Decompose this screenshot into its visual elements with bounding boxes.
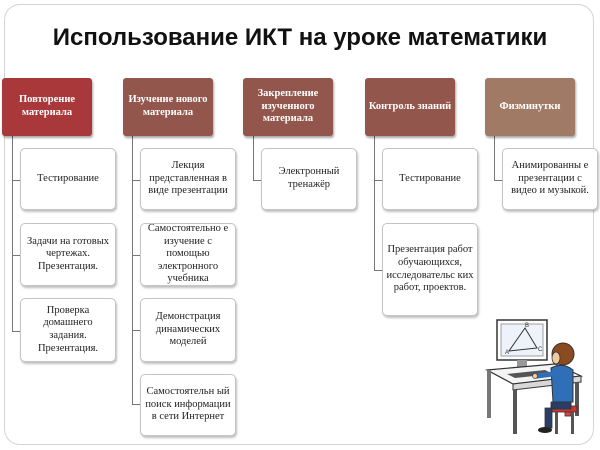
triangle-vertex-c: C (538, 347, 543, 353)
header-consolidation: Закрепление изученного материала (243, 78, 333, 136)
triangle-vertex-b: B (525, 323, 529, 329)
connector-col1-item2 (12, 255, 20, 256)
connector-col5 (494, 136, 495, 180)
connector-col3 (253, 136, 254, 180)
connector-col2-item1 (132, 180, 140, 181)
page-title: Использование ИКТ на уроке математики (52, 24, 548, 51)
student-computer-illustration: A C B (485, 319, 584, 434)
header-new-material: Изучение нового материала (123, 78, 213, 136)
connector-col5-item1 (494, 180, 502, 181)
new-lecture-box: Лекция представленная в виде презентации (140, 148, 236, 210)
connector-col4-item1 (374, 180, 382, 181)
connector-col1-item3 (12, 331, 20, 332)
connector-col2-item2 (132, 255, 140, 256)
connector-col1 (12, 136, 13, 331)
header-review: Повторение материала (2, 78, 92, 136)
review-homework-box: Проверка домашнего задания. Презентация. (20, 298, 116, 362)
breaks-animated-box: Анимированны е презентации с видео и муз… (502, 148, 598, 210)
consolidation-trainer-box: Электронный тренажёр (261, 148, 357, 210)
new-internet-search-box: Самостоятельн ый поиск информации в сети… (140, 374, 236, 436)
connector-col2 (132, 136, 133, 404)
header-knowledge-control: Контроль знаний (365, 78, 455, 136)
slide-frame (4, 4, 594, 445)
triangle-vertex-a: A (505, 350, 509, 356)
review-testing-box: Тестирование (20, 148, 116, 210)
review-drawings-box: Задачи на готовых чертежах. Презентация. (20, 223, 116, 286)
header-physical-breaks: Физминутки (485, 78, 575, 136)
new-self-study-box: Самостоятельно е изучение с помощью элек… (140, 223, 236, 286)
new-demo-box: Демонстрация динамических моделей (140, 298, 236, 362)
connector-col3-item1 (253, 180, 261, 181)
connector-col2-item3 (132, 330, 140, 331)
control-presentations-box: Презентация работ обучающихся, исследова… (382, 223, 478, 316)
control-testing-box: Тестирование (382, 148, 478, 210)
connector-col4-item2 (374, 270, 382, 271)
connector-col1-item1 (12, 180, 20, 181)
connector-col2-item4 (132, 404, 140, 405)
connector-col4 (374, 136, 375, 270)
